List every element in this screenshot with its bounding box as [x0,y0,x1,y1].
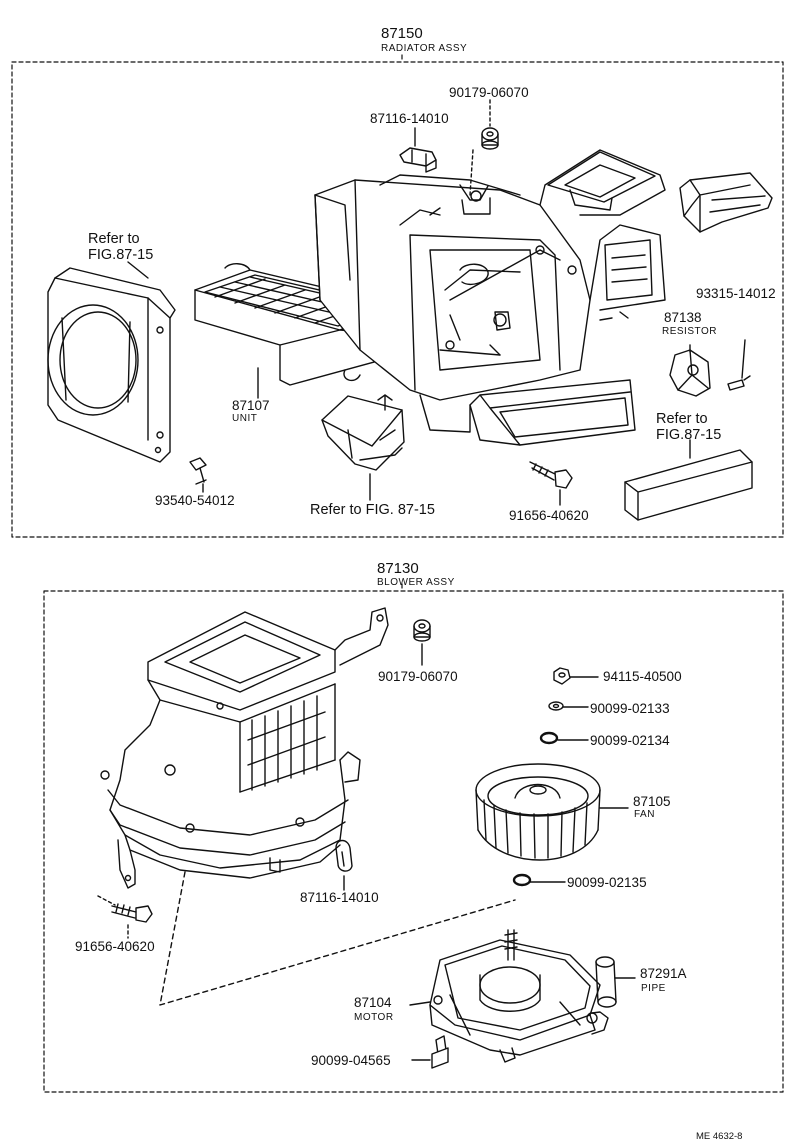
washer-02135 [512,873,532,887]
label-87116-14010-lower: 87116-14010 [300,890,379,905]
label-87116-14010-upper: 87116-14010 [370,111,449,126]
label-motor: MOTOR [354,1012,394,1023]
blower-assy-part-number: 87130 [377,560,419,577]
leader-refer-left [127,261,149,279]
refer-to-fig-bottom: Refer to FIG. 87-15 [310,502,435,518]
screw-04565 [431,1035,449,1069]
screw-resistor [727,339,751,391]
label-90099-02135: 90099-02135 [567,875,647,890]
bracket-lower [321,394,405,471]
clip-lower [335,839,353,872]
label-87138: 87138 [664,310,702,325]
refer-to-fig-right: Refer to FIG.87-15 [656,411,722,443]
label-pipe: PIPE [641,983,666,994]
nut-upper [481,127,499,150]
label-93540-54012: 93540-54012 [155,493,235,508]
radiator-assy-part-number: 87150 [381,25,423,42]
label-90179-06070-upper: 90179-06070 [449,85,529,100]
figure-code: ME 4632-8 [696,1131,743,1142]
nut-lower [413,619,431,642]
label-94115-40500: 94115-40500 [603,669,682,684]
label-90099-04565: 90099-04565 [311,1053,391,1068]
blower-assy-name: BLOWER ASSY [377,577,455,588]
washer-02133 [548,701,564,711]
blower-fan [475,763,601,861]
duct-piece-upper-right [679,172,773,233]
label-91656-40620-upper: 91656-40620 [509,508,589,523]
label-90179-06070-lower: 90179-06070 [378,669,458,684]
leader-bolt-lower [97,895,129,939]
screw-93540 [189,457,207,485]
blower-motor [429,929,609,1063]
radiator-assy-name: RADIATOR ASSY [381,43,468,54]
radiator-assy-boundary [11,54,784,538]
blower-housing [100,607,389,889]
heater-case [314,149,666,446]
label-87291A: 87291A [640,966,687,981]
duct-frame-left [47,267,176,463]
leader-blower-dashed [159,871,516,1006]
label-90099-02134: 90099-02134 [590,733,670,748]
label-fan: FAN [634,809,655,820]
label-93315-14012: 93315-14012 [696,286,776,301]
label-90099-02133: 90099-02133 [590,701,670,716]
leader-motor [409,1001,431,1006]
label-unit: UNIT [232,413,258,424]
nut-94115 [553,667,571,685]
label-87105: 87105 [633,794,671,809]
bolt-lower [111,903,153,923]
refer-to-fig-left: Refer to FIG.87-15 [88,231,154,263]
washer-02134 [539,731,559,745]
label-91656-40620-lower: 91656-40620 [75,939,155,954]
label-87107: 87107 [232,398,270,413]
resistor [669,349,711,397]
clip-upper [399,147,437,173]
label-resistor: RESISTOR [662,326,717,337]
pipe [595,956,617,1008]
pad-right [624,449,753,521]
bolt-upper [529,461,573,489]
blower-assy-boundary [43,583,784,1093]
leader-nut-upper [469,99,491,196]
label-87104: 87104 [354,995,392,1010]
